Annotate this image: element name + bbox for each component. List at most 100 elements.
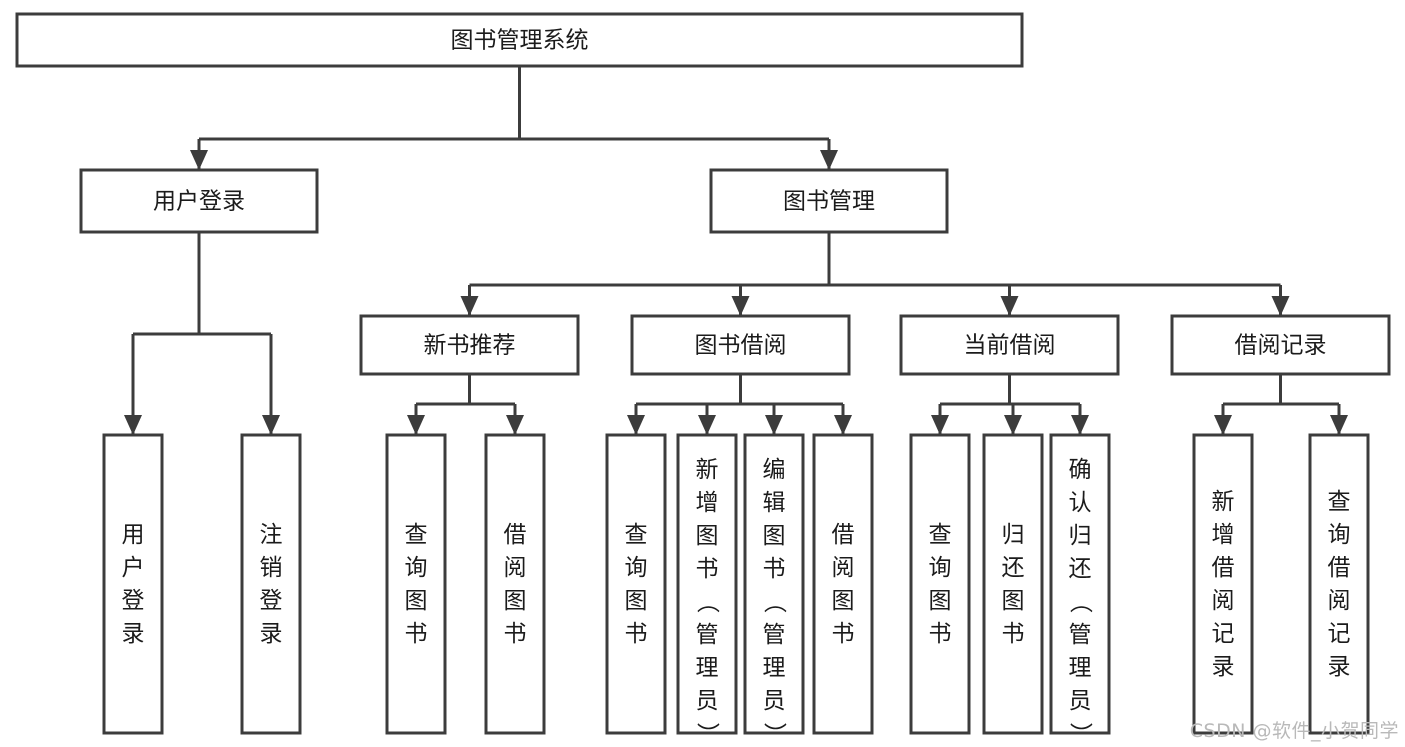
leaf-box-outline	[1308, 433, 1370, 735]
leaf-label-char: 阅	[504, 555, 527, 581]
leaf-box-outline	[385, 433, 447, 735]
leaf-label-char: 归	[1069, 523, 1092, 549]
leaf-label-char: 查	[405, 522, 428, 548]
leaf-label-char: 编	[763, 457, 786, 483]
leaf-label-char: 图	[696, 523, 719, 549]
leaf-label-char: 录	[260, 621, 283, 647]
leaf-box-outline	[743, 433, 805, 735]
leaf-label-char: 理	[696, 655, 719, 681]
arrow-head	[1330, 415, 1348, 435]
leaf-label-char: 查	[929, 522, 952, 548]
leaf-box-outline	[240, 433, 302, 735]
leaf-label-char: 询	[625, 555, 648, 581]
leaf-label-char: 阅	[1328, 588, 1351, 614]
arrow-head	[1000, 296, 1019, 316]
node-label: 图书管理	[783, 189, 875, 215]
node-new-book-recommend[interactable]: 新书推荐	[359, 314, 580, 376]
leaf-label-char: ）	[1067, 722, 1093, 745]
leaf-label-char: 图	[1002, 588, 1025, 614]
leaf-label-char: 还	[1069, 556, 1092, 582]
leaf-label-char: 员	[763, 688, 786, 714]
node-user-login[interactable]: 用户登录	[79, 168, 319, 234]
leaf-label-char: 辑	[763, 490, 786, 516]
node-label: 当前借阅	[964, 333, 1056, 359]
node-book-management[interactable]: 图书管理	[709, 168, 949, 234]
node-current-borrow[interactable]: 当前借阅	[899, 314, 1120, 376]
node-root[interactable]: 图书管理系统	[15, 12, 1024, 68]
leaf-label-char: 书	[504, 621, 527, 647]
leaf-label-char: （	[694, 590, 720, 613]
leaf-label-char: 询	[1328, 522, 1351, 548]
node-borrow-record[interactable]: 借阅记录	[1170, 314, 1391, 376]
arrow-head	[190, 150, 208, 170]
leaf-label-char: 图	[832, 588, 855, 614]
node-box-outline	[15, 12, 1024, 68]
arrow-head	[627, 415, 645, 435]
leaf-box-outline	[484, 433, 546, 735]
leaf-label-char: 管	[696, 622, 719, 648]
leaf-label-char: 查	[625, 522, 648, 548]
leaf-label-char: ）	[761, 722, 787, 745]
leaf-label-char: 记	[1212, 621, 1235, 647]
leaf-label-char: 书	[696, 556, 719, 582]
leaf-label-char: 录	[122, 621, 145, 647]
leaf-label-char: 图	[929, 588, 952, 614]
leaf-label-char: 借	[504, 522, 527, 548]
leaf-label-char: 记	[1328, 621, 1351, 647]
leaf-user-login[interactable]: 用户登录	[102, 433, 164, 735]
arrow-head	[506, 415, 524, 435]
leaf-box-outline	[102, 433, 164, 735]
leaf-label-char: 阅	[1212, 588, 1235, 614]
node-box-outline	[1170, 314, 1391, 376]
leaf-label-char: 理	[763, 655, 786, 681]
arrow-head	[834, 415, 852, 435]
arrow-head	[407, 415, 425, 435]
node-box-outline	[79, 168, 319, 234]
leaf-label-char: 阅	[832, 555, 855, 581]
leaf-label-char: 管	[1069, 622, 1092, 648]
node-book-borrow[interactable]: 图书借阅	[630, 314, 851, 376]
arrow-head	[820, 150, 838, 170]
arrow-head	[1271, 296, 1290, 316]
node-box-outline	[709, 168, 949, 234]
leaf-label-char: 员	[696, 688, 719, 714]
leaf-label-char: 归	[1002, 522, 1025, 548]
leaf-label-char: 询	[405, 555, 428, 581]
leaf-label-char: 用	[122, 522, 145, 548]
leaf-label-char: 图	[504, 588, 527, 614]
leaf-label-char: 查	[1328, 489, 1351, 515]
leaf-label-char: 询	[929, 555, 952, 581]
leaf-label-char: 登	[122, 588, 145, 614]
leaf-label-char: 户	[122, 555, 145, 581]
leaf-label-char: 还	[1002, 555, 1025, 581]
leaf-label-char: 借	[1328, 555, 1351, 581]
leaf-label-char: 图	[625, 588, 648, 614]
leaf-label-char: 管	[763, 622, 786, 648]
node-label: 新书推荐	[424, 333, 516, 359]
node-label: 图书管理系统	[451, 28, 589, 54]
leaf-label-char: 增	[1212, 522, 1235, 548]
leaf-box-outline	[812, 433, 874, 735]
leaf-label-char: 理	[1069, 655, 1092, 681]
leaf-boxes: 用户登录注销登录查询图书借阅图书查询图书新增图书（管理员）编辑图书（管理员）借阅…	[102, 433, 1370, 745]
node-label: 用户登录	[153, 189, 245, 215]
leaf-label-char: 员	[1069, 688, 1092, 714]
arrow-head	[1214, 415, 1232, 435]
leaf-label-char: 录	[1328, 654, 1351, 680]
arrow-head	[731, 296, 750, 316]
